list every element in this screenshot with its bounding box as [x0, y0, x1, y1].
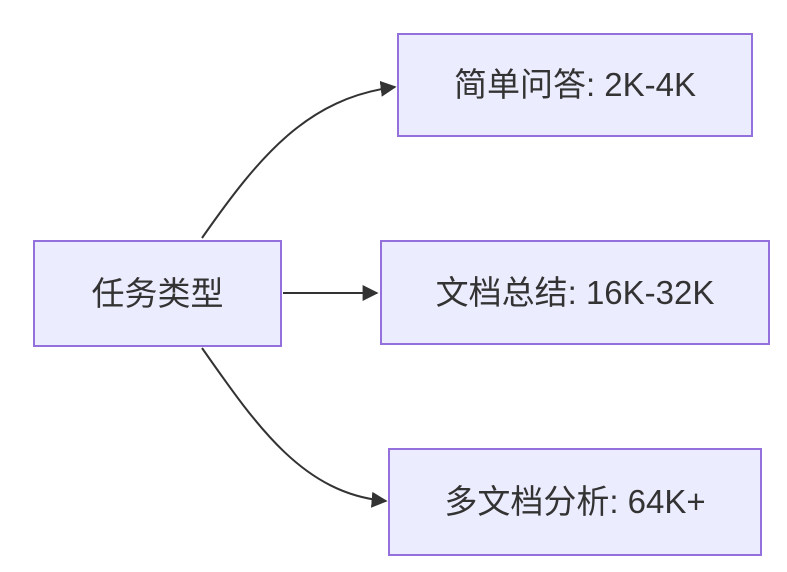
node-multi-doc-analysis: 多文档分析: 64K+	[388, 448, 762, 556]
node-multi-doc-analysis-label: 多文档分析: 64K+	[444, 483, 706, 521]
node-task-type: 任务类型	[33, 240, 282, 347]
edge-task-type-to-multi-doc-analysis	[201, 347, 388, 508]
node-doc-summary: 文档总结: 16K-32K	[380, 240, 770, 345]
edge-task-type-to-simple-qa	[201, 80, 397, 239]
node-simple-qa-label: 简单问答: 2K-4K	[453, 66, 697, 104]
node-simple-qa: 简单问答: 2K-4K	[397, 33, 753, 137]
node-task-type-label: 任务类型	[91, 274, 224, 312]
node-doc-summary-label: 文档总结: 16K-32K	[435, 273, 715, 311]
